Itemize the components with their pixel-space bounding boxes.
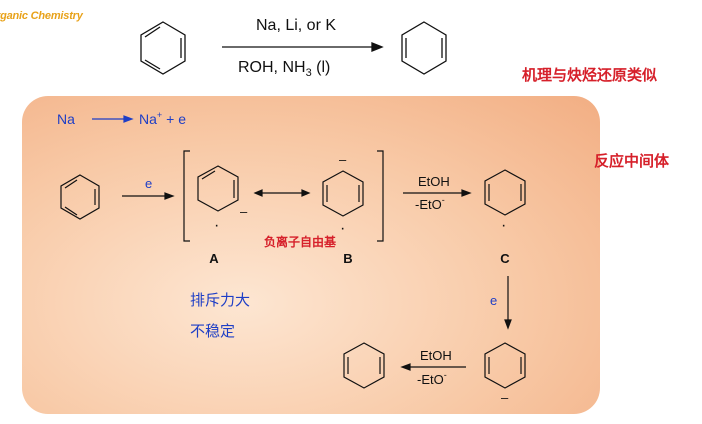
resonance-arrow — [253, 189, 311, 197]
benzene-start — [60, 174, 100, 220]
structure-a-radical: · — [214, 217, 219, 234]
top-arrow — [222, 42, 384, 52]
structure-c — [484, 169, 526, 216]
etoh-2: EtOH — [420, 348, 452, 363]
label-c: C — [500, 251, 510, 266]
step3-electron: e — [490, 293, 497, 308]
na-plus: Na++ e — [139, 110, 186, 127]
repulsion-note-1: 排斥力大 — [190, 291, 251, 309]
structure-anion — [484, 342, 526, 389]
structure-a — [197, 165, 239, 212]
step4-arrow — [400, 363, 466, 371]
na-label: Na — [57, 111, 75, 127]
label-a: A — [209, 251, 219, 266]
eto-2: -EtO- — [417, 370, 447, 387]
resonance-bracket — [183, 150, 384, 242]
structure-b — [322, 170, 364, 217]
final-product — [343, 342, 385, 389]
repulsion-note-2: 不稳定 — [190, 322, 236, 340]
etoh-1: EtOH — [418, 174, 450, 189]
eto-1: -EtO- — [415, 195, 445, 212]
step1-arrow — [122, 192, 175, 200]
label-b: B — [343, 251, 352, 266]
benzene-reactant — [140, 21, 186, 75]
structure-a-charge: – — [240, 204, 248, 219]
top-reagent-above: Na, Li, or K — [256, 17, 336, 34]
structure-b-charge: – — [339, 152, 347, 167]
step1-electron: e — [145, 176, 152, 191]
structure-anion-charge: – — [501, 390, 509, 405]
step3-arrow — [504, 276, 512, 330]
header-title: rganic Chemistry — [0, 10, 83, 22]
mechanism-panel — [22, 96, 600, 414]
structure-b-radical: · — [340, 220, 345, 237]
radical-anion-label: 负离子自由基 — [264, 234, 337, 249]
cyclohexadiene-product — [401, 21, 447, 75]
step2-arrow — [403, 189, 472, 197]
mechanism-note: 机理与炔烃还原类似 — [522, 66, 658, 84]
intermediate-note: 反应中间体 — [594, 152, 670, 170]
na-arrow — [92, 115, 134, 123]
structure-c-radical: · — [501, 217, 506, 234]
top-reagent-below: ROH, NH3 (l) — [238, 59, 330, 79]
